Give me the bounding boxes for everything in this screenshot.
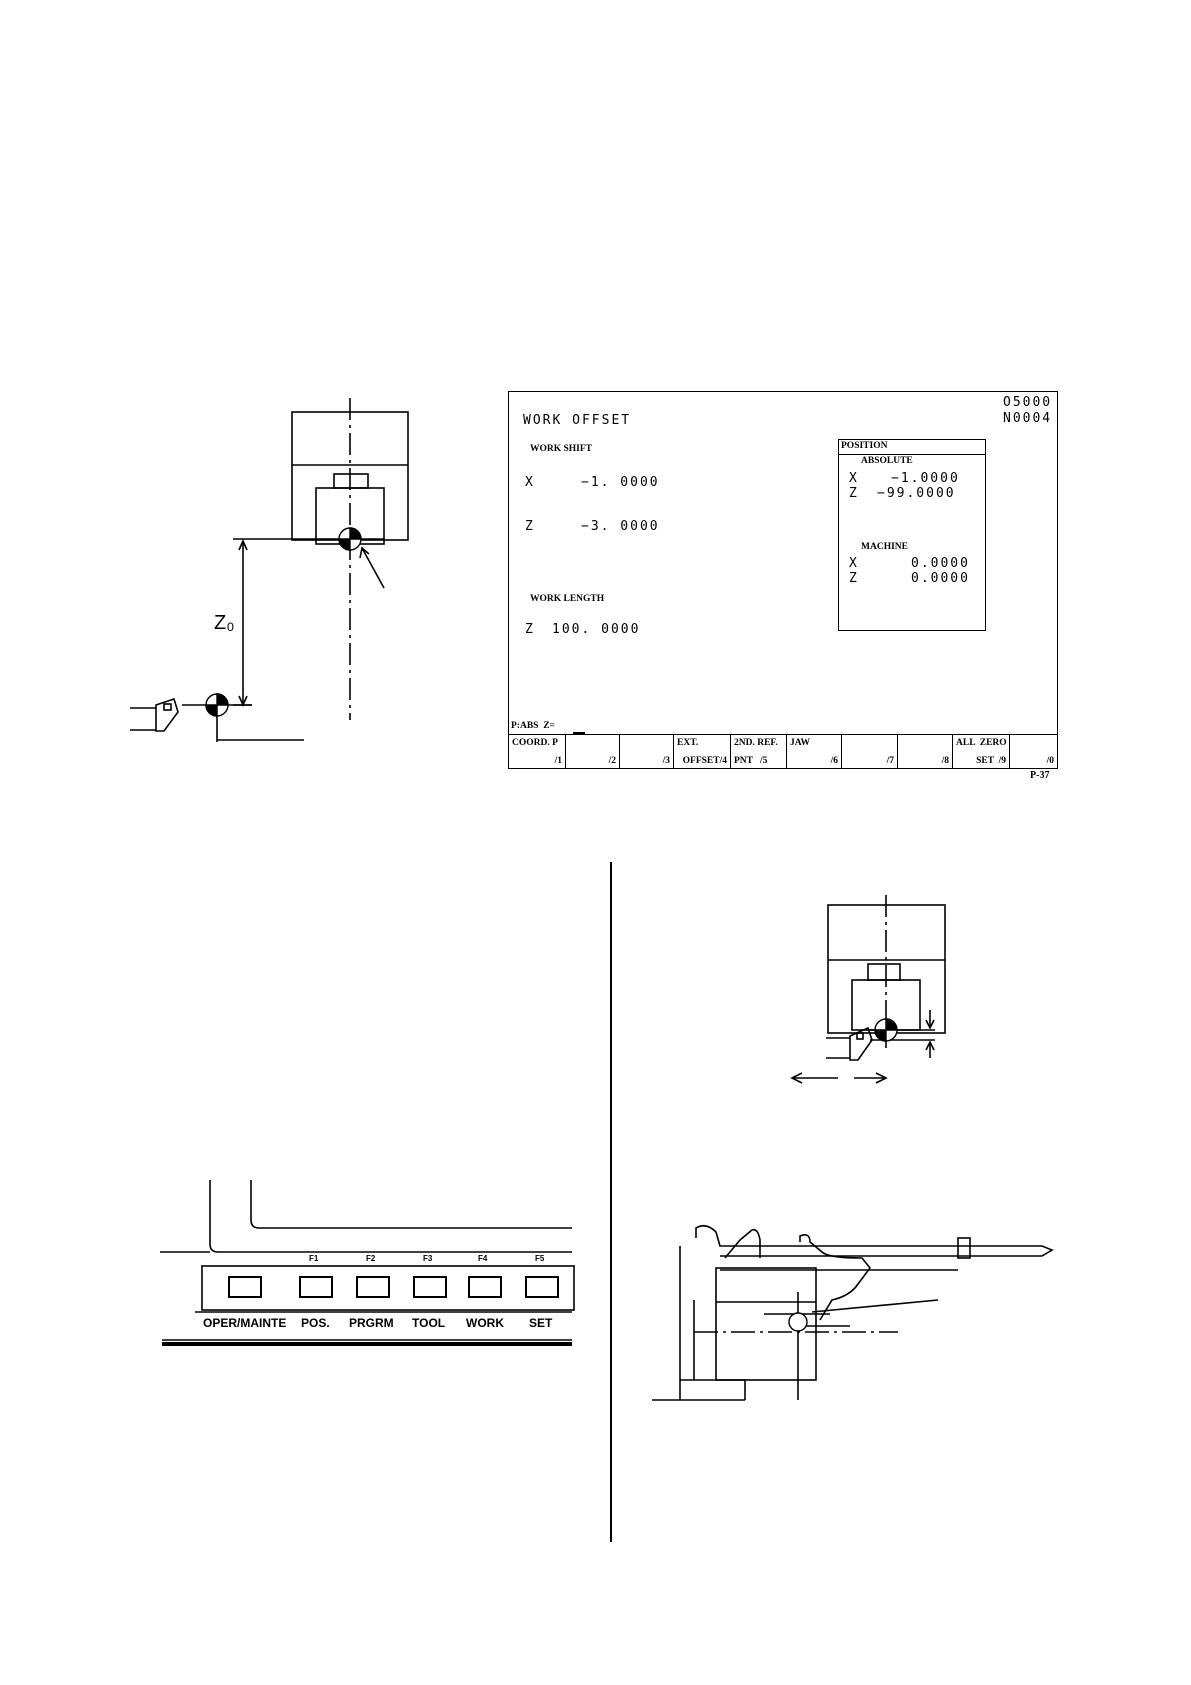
key-label-prgrm: PRGRM (349, 1316, 394, 1330)
mach-x-axis: X (849, 556, 859, 571)
work-length-label: WORK LENGTH (530, 594, 605, 604)
sequence-number: N0004 (1003, 411, 1053, 426)
key-label-set: SET (529, 1316, 553, 1330)
key-tool[interactable] (413, 1276, 447, 1298)
absolute-label: ABSOLUTE (861, 456, 913, 466)
softkey-jaw[interactable]: JAW/6 (787, 735, 842, 769)
fkey-label-f2: F2 (366, 1254, 376, 1263)
key-work[interactable] (468, 1276, 502, 1298)
key-set[interactable] (525, 1276, 559, 1298)
work-shift-label: WORK SHIFT (530, 444, 593, 454)
abs-z-value: −99.0000 (877, 486, 956, 501)
machine-label: MACHINE (861, 542, 908, 552)
input-line[interactable]: P:ABS Z= (511, 721, 555, 731)
key-oper-mainte[interactable] (228, 1276, 262, 1298)
key-pos[interactable] (299, 1276, 333, 1298)
program-number: O5000 (1003, 395, 1053, 410)
softkey-bar: COORD. P/1 /2 /3 EXT.OFFSET/4 2ND. REF.P… (509, 734, 1057, 769)
shift-z-value: −3. 0000 (581, 519, 660, 534)
mach-x-value: 0.0000 (911, 556, 970, 571)
softkey-8[interactable]: /8 (898, 735, 953, 769)
softkey-ext-offset[interactable]: EXT.OFFSET/4 (674, 735, 731, 769)
softkey-2nd-ref-pnt[interactable]: 2ND. REF.PNT /5 (731, 735, 787, 769)
key-label-work: WORK (466, 1316, 504, 1330)
page-code: P-37 (1030, 770, 1050, 781)
abs-x-value: −1.0000 (891, 471, 960, 486)
fkey-label-f3: F3 (423, 1254, 433, 1263)
key-label-pos: POS. (301, 1316, 330, 1330)
fkey-label-f5: F5 (535, 1254, 545, 1263)
shift-x-axis: X (525, 475, 535, 490)
column-divider (610, 862, 612, 1542)
shift-x-value: −1. 0000 (581, 475, 660, 490)
fkey-label-f4: F4 (478, 1254, 488, 1263)
key-label-oper-mainte: OPER/MAINTE (203, 1316, 287, 1330)
softkey-coord-p[interactable]: COORD. P/1 (509, 735, 566, 769)
position-panel: POSITION ABSOLUTE X −1.0000 Z −99.0000 M… (838, 439, 986, 631)
mach-z-axis: Z (849, 571, 859, 586)
input-cursor (573, 732, 585, 734)
abs-x-axis: X (849, 471, 859, 486)
z0-label: Z₀ (214, 612, 235, 634)
softkey-3[interactable]: /3 (620, 735, 674, 769)
length-z-axis: Z (525, 622, 535, 637)
position-title: POSITION (841, 441, 888, 451)
key-label-tool: TOOL (412, 1316, 446, 1330)
softkey-0[interactable]: /0 (1046, 756, 1054, 766)
work-offset-screen: O5000 N0004 WORK OFFSET WORK SHIFT X −1.… (508, 391, 1058, 769)
softkey-2[interactable]: /2 (566, 735, 620, 769)
screen-title: WORK OFFSET (523, 413, 632, 428)
length-z-value: 100. 0000 (552, 622, 641, 637)
abs-z-axis: Z (849, 486, 859, 501)
softkey-7[interactable]: /7 (842, 735, 898, 769)
fkey-label-f1: F1 (309, 1254, 319, 1263)
mach-z-value: 0.0000 (911, 571, 970, 586)
key-prgrm[interactable] (356, 1276, 390, 1298)
shift-z-axis: Z (525, 519, 535, 534)
